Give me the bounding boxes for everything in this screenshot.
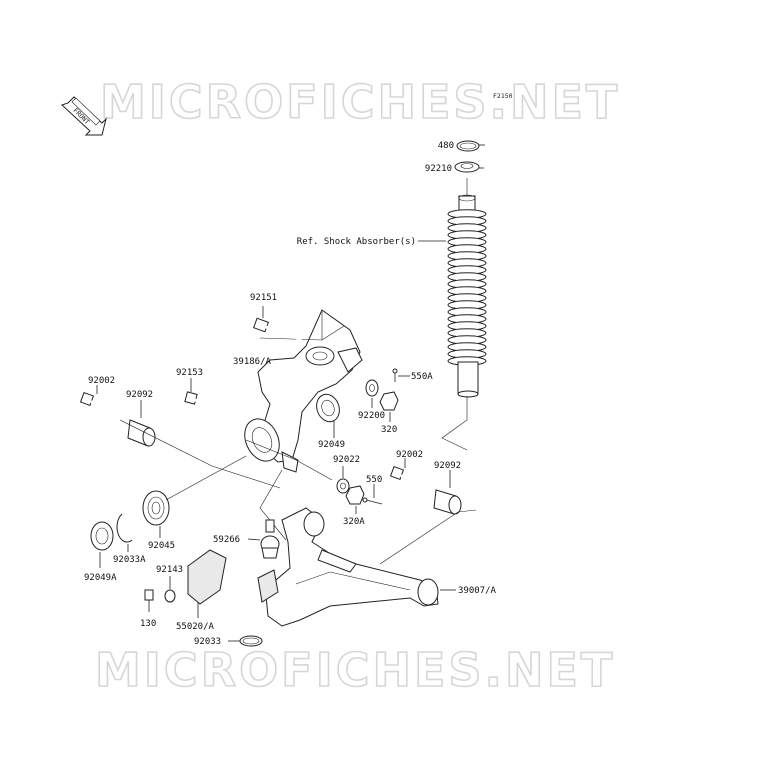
- label-92143: 92143: [156, 565, 183, 575]
- washer-92022: [336, 466, 350, 494]
- label-92153: 92153: [176, 368, 203, 378]
- ball-joint-59266: [247, 519, 280, 559]
- watermark-bottom: MICROFICHES.NET: [95, 643, 615, 697]
- nut-320: [379, 391, 399, 422]
- guard-plate-55020A: [187, 549, 279, 618]
- label-92045: 92045: [148, 541, 175, 551]
- bearing-92045: [142, 490, 170, 538]
- circlip-92033: [228, 635, 263, 647]
- label-55020A: 55020/A: [176, 622, 215, 632]
- label-59266: 59266: [213, 535, 240, 545]
- label-shock-ref: Ref. Shock Absorber(s): [297, 237, 416, 247]
- label-92033: 92033: [194, 637, 221, 647]
- label-92151: 92151: [250, 293, 277, 303]
- label-92002-right: 92002: [396, 450, 423, 460]
- label-92092-left: 92092: [126, 390, 153, 400]
- lower-a-arm-39007A: [265, 507, 456, 627]
- bolt-92151: [253, 306, 302, 341]
- bushing-92092-right: [433, 470, 462, 515]
- label-92049A: 92049A: [84, 573, 117, 583]
- label-550A: 550A: [411, 372, 433, 382]
- label-92002-left: 92002: [88, 376, 115, 386]
- watermark-top: MICROFICHES.NET: [100, 75, 620, 129]
- seal-92049A: [90, 521, 114, 568]
- bolt-92002-left: [79, 385, 126, 416]
- label-92049: 92049: [318, 440, 345, 450]
- label-92092-right: 92092: [434, 461, 461, 471]
- washer-92200: [365, 379, 379, 408]
- label-39007A: 39007/A: [458, 586, 497, 596]
- figure-code: F2150: [493, 92, 513, 100]
- circlip-92033A: [116, 513, 133, 552]
- shock-spring-coils: [447, 209, 487, 366]
- label-92033A: 92033A: [113, 555, 146, 565]
- cotter-pin-550A: [392, 368, 410, 382]
- label-39186A: 39186/A: [233, 357, 272, 367]
- label-92200: 92200: [358, 411, 385, 421]
- label-92210: 92210: [425, 164, 452, 174]
- cotter-pin-550: [362, 484, 383, 505]
- collar-92143: [164, 576, 176, 603]
- nut-320A: [345, 485, 365, 514]
- label-320: 320: [381, 425, 397, 435]
- label-320A: 320A: [343, 517, 365, 527]
- bolt-130: [144, 589, 154, 612]
- bolt-92002-right: [389, 458, 432, 488]
- shock-absorber-group: [418, 140, 487, 451]
- label-92022: 92022: [333, 455, 360, 465]
- label-550: 550: [366, 475, 382, 485]
- bushing-92092-left: [127, 400, 156, 447]
- label-130: 130: [140, 619, 156, 629]
- nut-92210: [454, 161, 480, 173]
- label-480: 480: [438, 141, 454, 151]
- bolt-92153: [184, 378, 216, 408]
- steering-knuckle-39186: [244, 309, 363, 473]
